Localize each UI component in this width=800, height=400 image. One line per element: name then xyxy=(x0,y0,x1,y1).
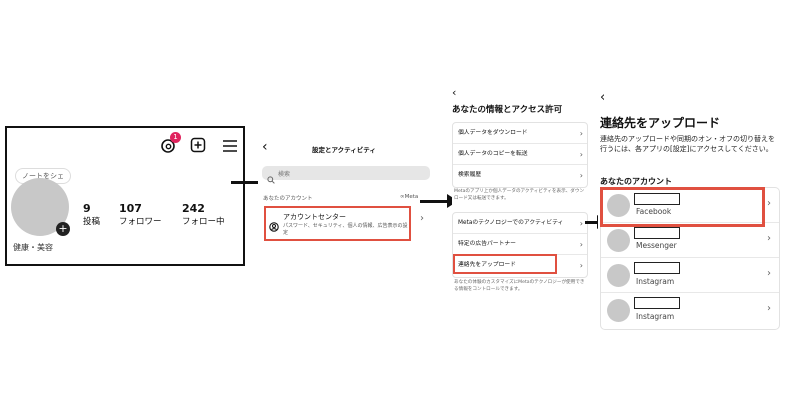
redacted-name xyxy=(634,262,680,274)
chevron-right-icon: › xyxy=(579,150,583,159)
back-icon[interactable]: ‹ xyxy=(262,139,268,155)
stat-posts-label: 投稿 xyxy=(83,217,101,227)
back-icon[interactable]: ‹ xyxy=(600,90,606,105)
list-item-label: Metaのテクノロジーでのアクティビティ xyxy=(458,220,564,226)
chevron-right-icon: › xyxy=(767,198,771,209)
info-permissions-panel: ‹ あなたの情報とアクセス許可 個人データをダウンロード › 個人データのコピー… xyxy=(452,86,592,296)
add-story-icon[interactable]: + xyxy=(56,222,70,236)
chevron-right-icon: › xyxy=(579,240,583,249)
search-input[interactable]: 検索 xyxy=(262,166,430,184)
menu-icon[interactable] xyxy=(222,138,238,152)
description: 連絡先のアップロードや同期のオン・オフの切り替えを行うには、各アプリの[設定]に… xyxy=(600,135,775,153)
account-app-name: Instagram xyxy=(636,277,675,286)
list-item-ad-partners[interactable]: 特定の広告パートナー › xyxy=(453,234,587,255)
notification-badge: 1 xyxy=(170,132,181,143)
add-post-icon[interactable] xyxy=(190,137,206,153)
chevron-right-icon: › xyxy=(420,213,424,224)
note-text-1: Metaのアプリ上か個人データのアクティビティを表示、ダウンロード又は転送できま… xyxy=(454,189,585,201)
chevron-right-icon: › xyxy=(579,219,583,228)
redacted-name xyxy=(634,227,680,239)
stat-followers-label: フォロワー xyxy=(119,217,162,227)
settings-panel: ‹ 設定とアクティビティ 検索 あなたのアカウント ∞Meta アカウントセンタ… xyxy=(258,140,438,250)
note-text-2: あなたの体験のカスタマイズにMetaのテクノロジーが使用できる情報をコントロール… xyxy=(454,280,585,292)
chevron-right-icon: › xyxy=(767,268,771,279)
avatar xyxy=(607,194,630,217)
activity-list-card: Metaのテクノロジーでのアクティビティ › 特定の広告パートナー › 連絡先を… xyxy=(452,212,588,278)
page-title: 連絡先をアップロード xyxy=(600,116,721,130)
bio-text: 健康・美容 xyxy=(13,243,53,252)
page-title: 設定とアクティビティ xyxy=(312,146,376,154)
avatar xyxy=(607,264,630,287)
accounts-card: Facebook › Messenger › Instagram › Insta… xyxy=(600,187,780,330)
search-placeholder: 検索 xyxy=(278,171,291,178)
stat-following-count: 242 xyxy=(182,202,205,215)
upload-contacts-panel: ‹ 連絡先をアップロード 連絡先のアップロードや同期のオン・オフの切り替えを行う… xyxy=(598,90,783,330)
chevron-right-icon: › xyxy=(579,129,583,138)
list-item-label: 特定の広告パートナー xyxy=(458,241,516,247)
account-row-facebook[interactable]: Facebook › xyxy=(601,188,779,223)
list-item-download[interactable]: 個人データをダウンロード › xyxy=(453,123,587,144)
back-icon[interactable]: ‹ xyxy=(452,86,457,99)
account-center-title: アカウントセンター xyxy=(283,213,346,221)
threads-icon[interactable] xyxy=(160,138,176,154)
avatar xyxy=(607,299,630,322)
account-center-item[interactable]: アカウントセンター パスワード、セキュリティ、個人の情報、広告表示の設定 xyxy=(264,206,411,241)
list-item-label: 個人データのコピーを転送 xyxy=(458,151,528,157)
avatar xyxy=(607,229,630,252)
list-item-upload-contacts[interactable]: 連絡先をアップロード › xyxy=(453,255,587,276)
highlight-box xyxy=(453,254,557,274)
account-app-name: Facebook xyxy=(636,207,672,216)
list-item-search-history[interactable]: 検索履歴 › xyxy=(453,165,587,186)
stat-posts[interactable]: 9 投稿 xyxy=(83,202,100,227)
account-row-messenger[interactable]: Messenger › xyxy=(601,223,779,258)
stat-followers[interactable]: 107 フォロワー xyxy=(119,202,162,227)
stat-following-label: フォロー中 xyxy=(182,217,225,227)
chevron-right-icon: › xyxy=(579,171,583,180)
account-row-instagram-2[interactable]: Instagram › xyxy=(601,293,779,327)
section-label: あなたのアカウント xyxy=(263,196,313,202)
list-item-transfer[interactable]: 個人データのコピーを転送 › xyxy=(453,144,587,165)
account-app-name: Messenger xyxy=(636,241,677,250)
chevron-right-icon: › xyxy=(767,303,771,314)
redacted-name xyxy=(634,297,680,309)
highlight-box xyxy=(600,187,765,227)
account-center-icon xyxy=(269,217,279,232)
search-icon xyxy=(267,169,275,184)
page-title: あなたの情報とアクセス許可 xyxy=(452,105,563,115)
account-center-desc: パスワード、セキュリティ、個人の情報、広告表示の設定 xyxy=(283,223,408,236)
stat-followers-count: 107 xyxy=(119,202,142,215)
data-list-card: 個人データをダウンロード › 個人データのコピーを転送 › 検索履歴 › xyxy=(452,122,588,188)
list-item-label: 個人データをダウンロード xyxy=(458,130,528,136)
meta-logo: ∞Meta xyxy=(400,194,419,200)
list-item-label: 検索履歴 xyxy=(458,172,482,178)
stat-posts-count: 9 xyxy=(83,202,91,215)
stat-following[interactable]: 242 フォロー中 xyxy=(182,202,225,227)
account-row-instagram-1[interactable]: Instagram › xyxy=(601,258,779,293)
chevron-right-icon: › xyxy=(767,233,771,244)
redacted-name xyxy=(634,193,680,205)
section-label: あなたのアカウント xyxy=(600,177,672,186)
list-item-meta-activity[interactable]: Metaのテクノロジーでのアクティビティ › xyxy=(453,213,587,234)
chevron-right-icon: › xyxy=(579,261,583,270)
profile-panel: 1 ノートをシェ + 9 投稿 107 フォロワー 242 フォロー中 健康・美… xyxy=(5,126,245,266)
account-app-name: Instagram xyxy=(636,312,675,321)
list-item-label: 連絡先をアップロード xyxy=(458,262,516,268)
